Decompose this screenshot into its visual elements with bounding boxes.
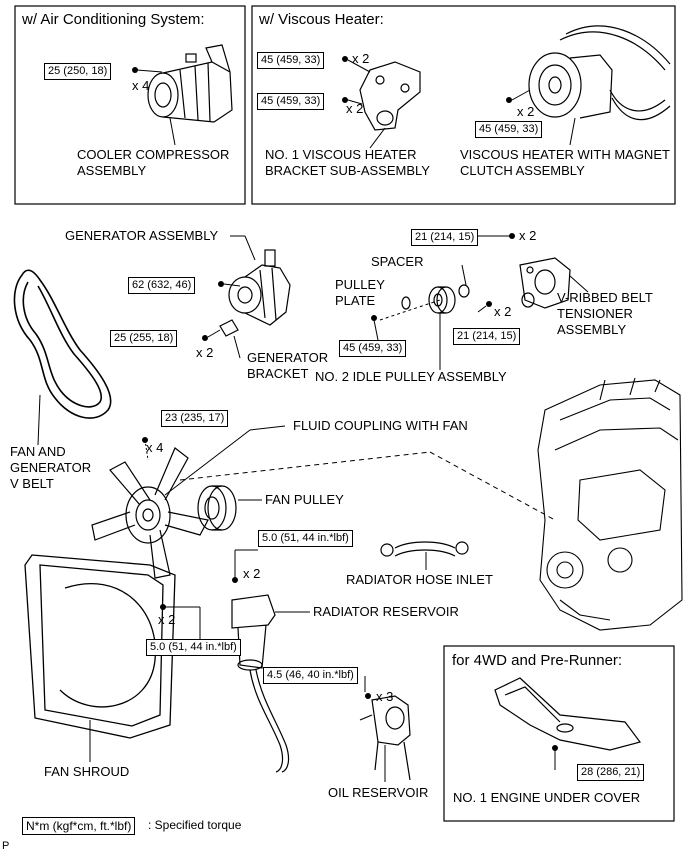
label-generator-assembly: GENERATOR ASSEMBLY [65,228,219,243]
label-v-ribbed-tensioner: V-RIBBED BELT TENSIONER ASSEMBLY [557,290,653,337]
qty-compressor: x 4 [132,78,150,93]
idle-pulley-drawing [401,284,470,314]
label-fluid-coupling: FLUID COUPLING WITH FAN [293,418,468,433]
fan-generator-belt-drawing [13,269,112,419]
fan-drawing [91,447,209,579]
label-viscous-magnet: VISCOUS HEATER WITH MAGNET CLUTCH ASSEMB… [460,147,670,178]
torque-oil-reservoir: 4.5 (46, 40 in.*lbf) [263,667,358,684]
qty-tensioner-bottom: x 2 [494,304,512,319]
viscous-panel-title: w/ Viscous Heater: [259,11,384,28]
qty-viscous-upper: x 2 [352,51,370,66]
torque-shroud: 5.0 (51, 44 in.*lbf) [146,639,241,656]
viscous-heater-drawing [528,25,671,121]
cooler-compressor-drawing [147,44,233,123]
label-idle-pulley: NO. 2 IDLE PULLEY ASSEMBLY [315,369,507,384]
label-oil-reservoir: OIL RESERVOIR [328,785,429,800]
torque-pulley-plate: 45 (459, 33) [339,340,407,357]
torque-under-cover: 28 (286, 21) [577,764,645,781]
fan-pulley-drawing [197,485,237,531]
label-generator-bracket: GENERATOR BRACKET [247,350,329,381]
label-viscous-bracket: NO. 1 VISCOUS HEATER BRACKET SUB-ASSEMBL… [265,147,430,178]
legend-unit-box: N*m (kgf*cm, ft.*lbf) [22,817,136,835]
qty-shroud: x 2 [158,612,176,627]
qty-viscous-clutch: x 2 [517,104,535,119]
torque-reservoir: 5.0 (51, 44 in.*lbf) [258,530,353,547]
fourwd-panel-title: for 4WD and Pre-Runner: [452,652,623,669]
oil-reservoir-drawing [359,695,411,781]
torque-tensioner-bottom: 21 (214, 15) [453,328,521,345]
torque-fan: 23 (235, 17) [161,410,229,427]
torque-viscous-clutch: 45 (459, 33) [475,121,543,138]
label-pulley-plate: PULLEY PLATE [335,277,385,308]
torque-viscous-bracket-lower: 45 (459, 33) [257,93,325,110]
under-cover-drawing [494,677,642,751]
radiator-reservoir-drawing [231,594,290,773]
label-cooler-compressor: COOLER COMPRESSOR ASSEMBLY [77,147,230,178]
generator-bracket-drawing [219,319,239,337]
torque-compressor: 25 (250, 18) [44,63,112,80]
torque-generator: 62 (632, 46) [128,277,196,294]
ac-panel-title: w/ Air Conditioning System: [22,11,205,28]
label-spacer: SPACER [371,254,424,269]
viscous-bracket-drawing [359,61,421,131]
label-fan-generator-belt: FAN AND GENERATOR V BELT [10,444,92,491]
fan-shroud-drawing [24,554,176,739]
generator-drawing [228,249,291,326]
label-under-cover: NO. 1 ENGINE UNDER COVER [453,790,641,805]
label-fan-shroud: FAN SHROUD [44,764,130,779]
legend-unit-text: : Specified torque [148,818,242,832]
qty-oil-reservoir: x 3 [376,689,394,704]
tensioner-drawing [519,257,571,309]
engine-drawing [537,377,683,631]
qty-reservoir: x 2 [243,566,261,581]
radiator-hose-drawing [380,541,469,557]
label-radiator-reservoir: RADIATOR RESERVOIR [313,604,459,619]
torque-tensioner-top: 21 (214, 15) [411,229,479,246]
qty-generator-bracket: x 2 [196,345,214,360]
torque-viscous-bracket-upper: 45 (459, 33) [257,52,325,69]
torque-generator-bracket: 25 (255, 18) [110,330,178,347]
footer-code: P [2,840,10,852]
label-fan-pulley: FAN PULLEY [265,492,344,507]
label-radiator-hose: RADIATOR HOSE INLET [346,572,493,587]
qty-fan: x 4 [146,440,164,455]
qty-tensioner-top: x 2 [519,228,537,243]
qty-viscous-lower: x 2 [346,101,364,116]
